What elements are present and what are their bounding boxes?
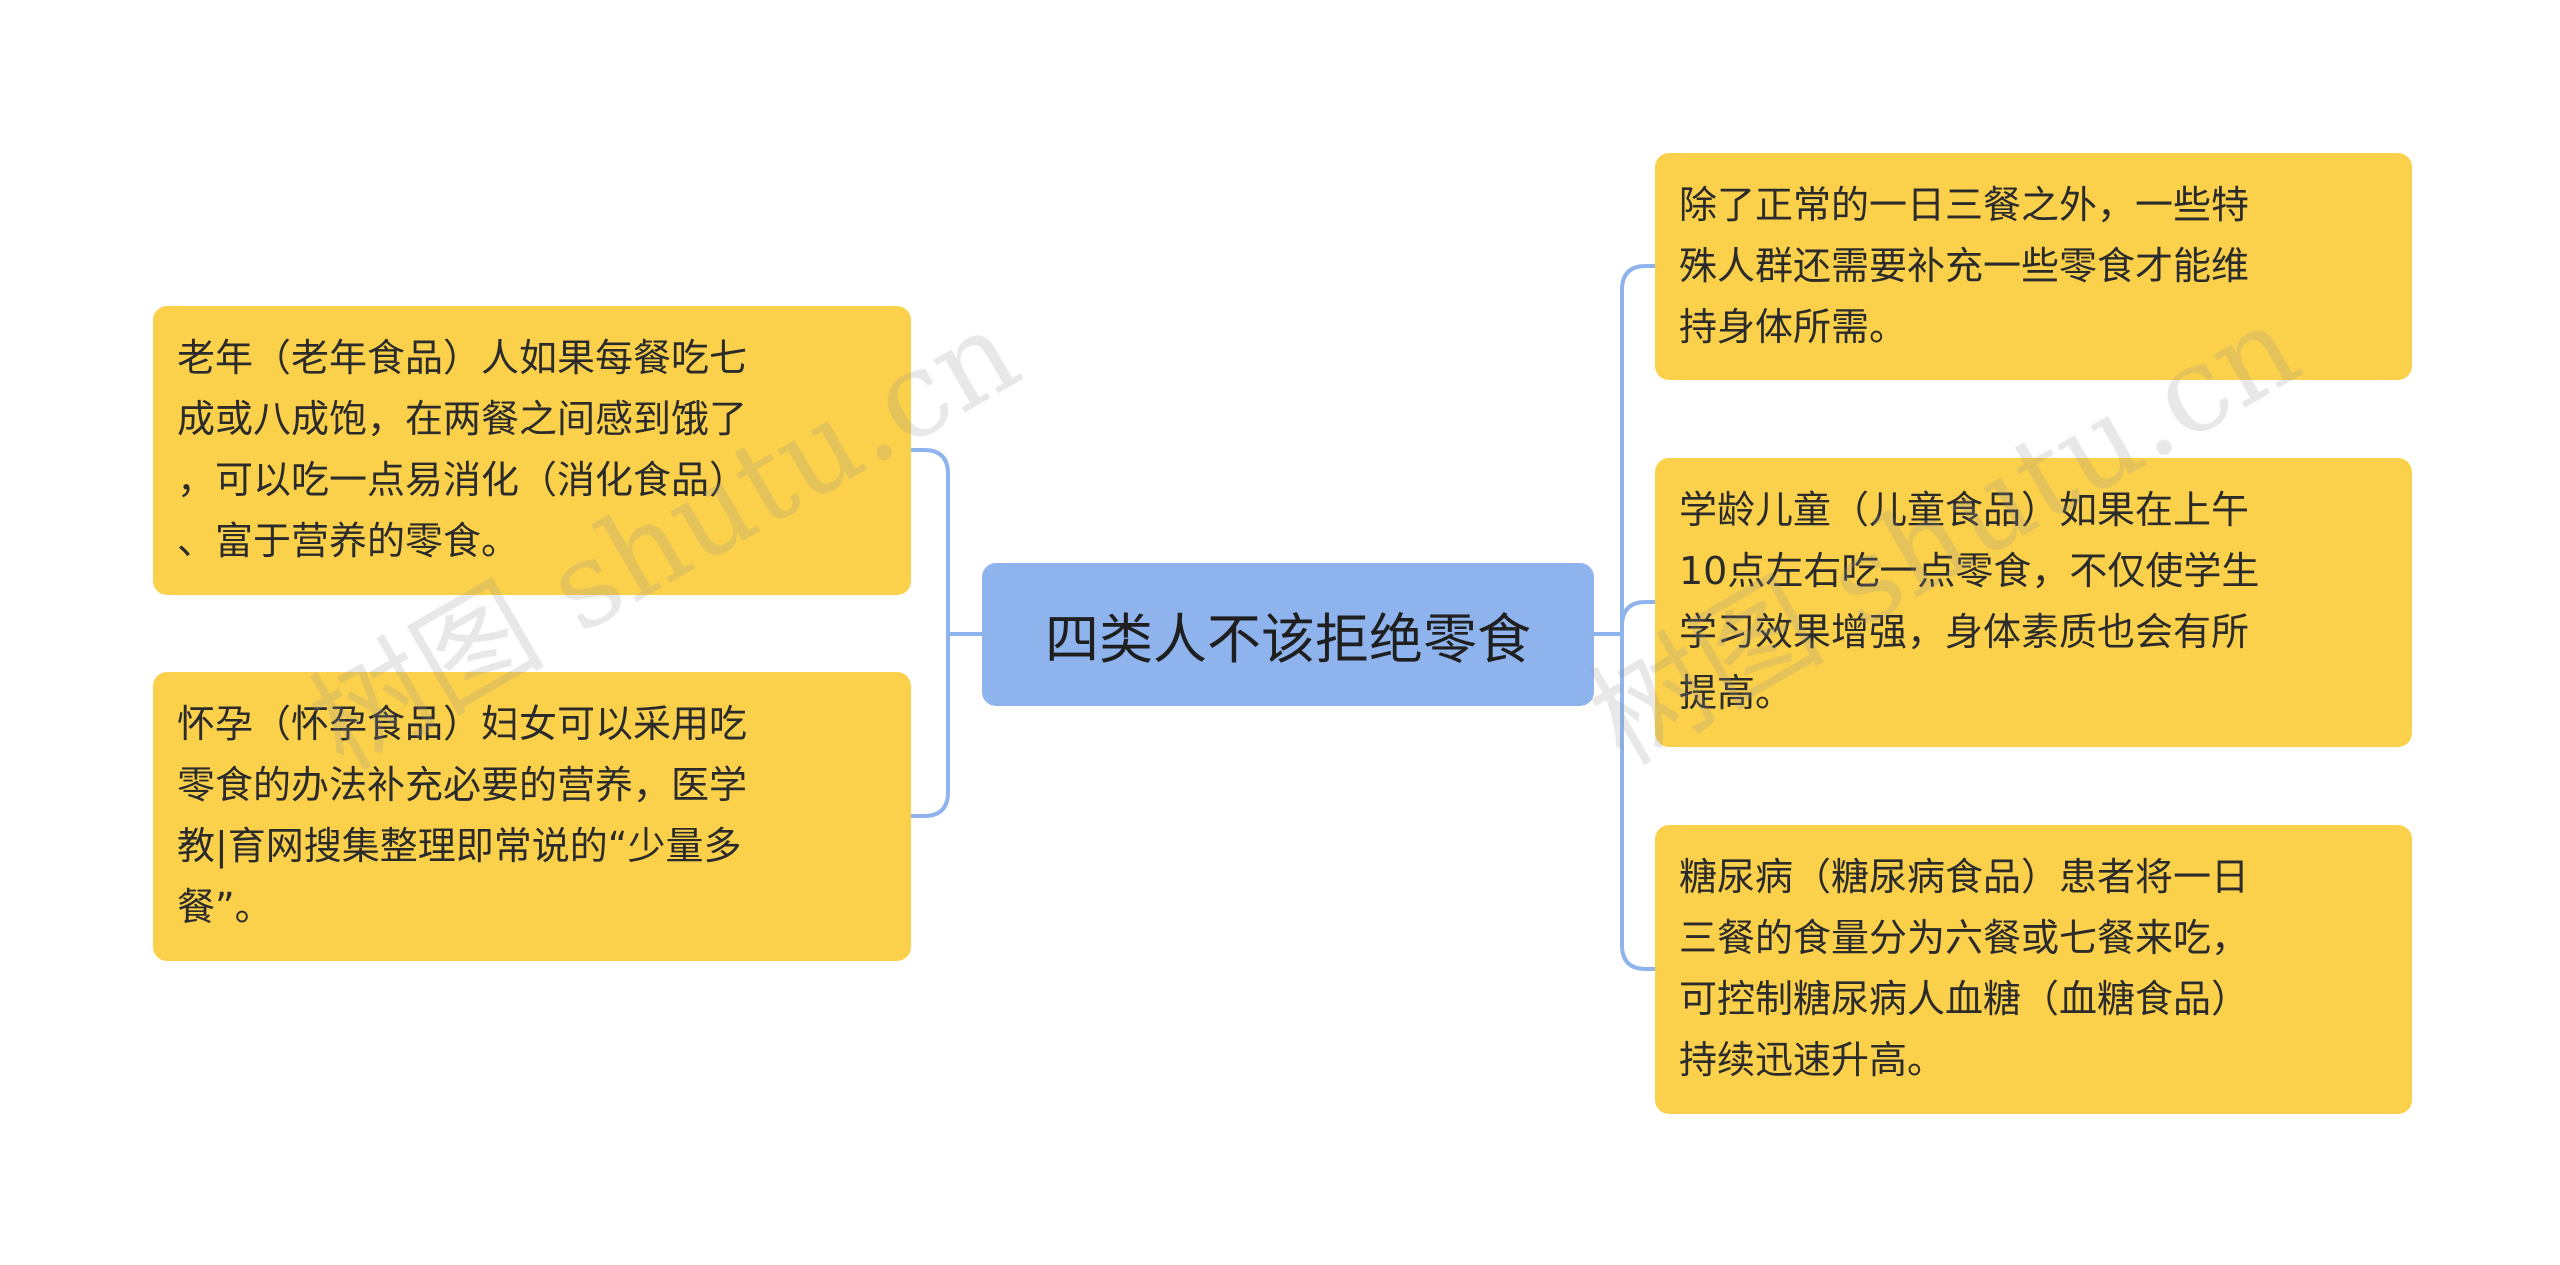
connector-right-1 — [1620, 264, 1655, 634]
topic-pregnant-women[interactable]: 怀孕（怀孕食品）妇女可以采用吃 零食的办法补充必要的营养，医学 教|育网搜集整理… — [153, 672, 911, 961]
connector-left-1 — [911, 448, 950, 634]
root-topic-label: 四类人不该拒绝零食 — [1045, 608, 1531, 671]
connector-right-2 — [1620, 600, 1655, 634]
connector-left-2 — [911, 634, 950, 818]
topic-special-groups[interactable]: 除了正常的一日三餐之外，一些特 殊人群还需要补充一些零食才能维 持身体所需。 — [1655, 153, 2412, 380]
topic-elderly[interactable]: 老年（老年食品）人如果每餐吃七 成或八成饱，在两餐之间感到饿了 ，可以吃一点易消… — [153, 306, 911, 595]
connector-right-3 — [1620, 634, 1655, 971]
topic-diabetes-patients[interactable]: 糖尿病（糖尿病食品）患者将一日 三餐的食量分为六餐或七餐来吃， 可控制糖尿病人血… — [1655, 825, 2412, 1114]
topic-school-children[interactable]: 学龄儿童（儿童食品）如果在上午 10点左右吃一点零食，不仅使学生 学习效果增强，… — [1655, 458, 2412, 747]
root-topic[interactable]: 四类人不该拒绝零食 — [982, 563, 1594, 706]
